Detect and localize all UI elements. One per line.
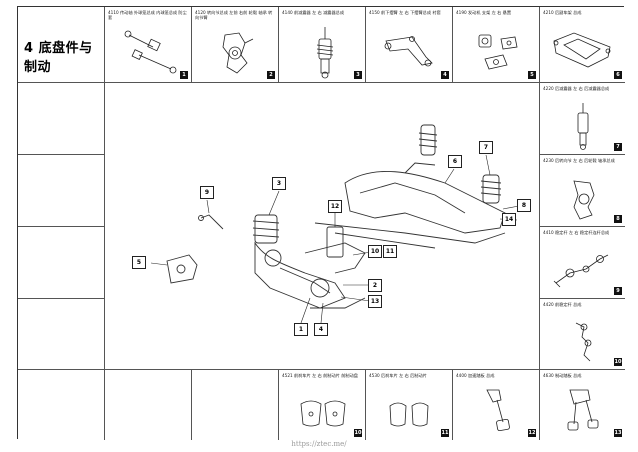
callout-2[interactable]: 2: [368, 279, 382, 292]
part-cell-brake-pad-front[interactable]: 4521 前刹车片 左 右 前制动片 前制动盘 10: [279, 370, 366, 440]
part-caption: 4420 前稳定杆 总成: [543, 302, 582, 307]
part-number-badge: 10: [614, 358, 622, 366]
part-number-badge: 12: [528, 429, 536, 437]
part-cell-brake-pedal[interactable]: 4630 制动踏板 总成 13: [540, 370, 625, 440]
callout-7[interactable]: 7: [479, 141, 493, 154]
part-number-badge: 2: [267, 71, 275, 79]
callout-1[interactable]: 1: [294, 323, 308, 336]
part-number-badge: 9: [614, 287, 622, 295]
footer-url[interactable]: https://ztec.me/: [291, 440, 347, 448]
steering-knuckle-icon: [222, 32, 254, 74]
part-cell-9[interactable]: 4410 稳定杆 左 右 稳定杆连杆总成 9: [540, 227, 625, 299]
part-cell-5[interactable]: 4190 发动机 支架 左 右 悬置 5: [453, 7, 540, 83]
engine-mount-icon: [478, 34, 518, 70]
part-caption: 4521 前刹车片 左 右 前制动片 前制动盘: [282, 373, 358, 378]
rear-knuckle-icon: [573, 180, 595, 220]
callout-3[interactable]: 3: [272, 177, 286, 190]
title-cell: 4 底盘件与制动: [18, 7, 105, 83]
callout-12[interactable]: 12: [328, 200, 342, 213]
left-empty-cell-4: [18, 299, 105, 370]
part-number-badge: 13: [614, 429, 622, 437]
pedal-icon: [567, 389, 599, 431]
chassis-assembly-icon: [150, 124, 525, 324]
part-caption: 4110 传动轴 外球笼总成 内球笼总成 防尘套: [108, 10, 187, 20]
stabilizer-link-icon: [553, 254, 609, 288]
part-cell-3[interactable]: 4140 前减震器 左 右 减震器总成 3: [279, 7, 366, 83]
part-caption: 4630 制动踏板 总成: [543, 373, 582, 378]
part-cell-8[interactable]: 4230 后转向节 左 右 后轮毂 轴承总成 8: [540, 155, 625, 227]
control-arm-icon: [384, 36, 433, 67]
part-cell-accelerator-pedal[interactable]: 4400 加速踏板 总成 12: [453, 370, 540, 440]
part-caption: 4210 后副车架 总成: [543, 10, 582, 15]
part-number-badge: 4: [441, 71, 449, 79]
callout-10[interactable]: 10: [368, 245, 382, 258]
part-caption: 4410 稳定杆 左 右 稳定杆连杆总成: [543, 230, 610, 235]
left-empty-cell-3: [18, 227, 105, 299]
part-caption: 4400 加速踏板 总成: [456, 373, 495, 378]
part-caption: 4190 发动机 支架 左 右 悬置: [456, 10, 512, 15]
part-cell-4[interactable]: 4150 前下摆臂 左 右 下摆臂总成 衬套 4: [366, 7, 453, 83]
part-number-badge: 7: [614, 143, 622, 151]
part-caption: 4230 后转向节 左 右 后轮毂 轴承总成: [543, 158, 615, 163]
parts-catalog-sheet: 4 底盘件与制动 4110 传动轴 外球笼总成 内球笼总成 防尘套 1 4120…: [17, 6, 625, 440]
bottom-empty-cell-1: [18, 370, 105, 440]
callout-5[interactable]: 5: [132, 256, 146, 269]
chassis-exploded-diagram: 1 4 2 13 3 9 5 12 10 11 6 7 8 14: [105, 83, 540, 370]
subframe-icon: [553, 32, 611, 68]
part-cell-6[interactable]: 4210 后副车架 总成 6: [540, 7, 625, 83]
part-number-badge: 8: [614, 215, 622, 223]
callout-11[interactable]: 11: [383, 245, 397, 258]
callout-13[interactable]: 13: [368, 295, 382, 308]
callout-14[interactable]: 14: [502, 213, 516, 226]
part-cell-7[interactable]: 4220 后减震器 左 右 后减震器总成 7: [540, 83, 625, 155]
bottom-empty-cell-2: [105, 370, 192, 440]
callout-4[interactable]: 4: [314, 323, 328, 336]
part-number-badge: 1: [180, 71, 188, 79]
left-empty-cell-1: [18, 83, 105, 155]
bottom-empty-cell-3: [192, 370, 279, 440]
part-caption: 4220 后减震器 左 右 后减震器总成: [543, 86, 610, 91]
part-caption: 4530 后刹车片 左 右 后制动片: [369, 373, 427, 378]
drive-shaft-icon: [124, 30, 177, 74]
stabilizer-bar-icon: [575, 322, 592, 362]
part-caption: 4150 前下摆臂 左 右 下摆臂总成 衬套: [369, 10, 441, 15]
shock-absorber-icon: [316, 27, 334, 79]
part-number-badge: 3: [354, 71, 362, 79]
part-cell-brake-pad-rear[interactable]: 4530 后刹车片 左 右 后制动片 11: [366, 370, 453, 440]
callout-6[interactable]: 6: [448, 155, 462, 168]
brake-pad-icon: [300, 400, 346, 427]
part-caption: 4140 前减震器 左 右 减震器总成: [282, 10, 345, 15]
part-number-badge: 11: [441, 429, 449, 437]
part-number-badge: 6: [614, 71, 622, 79]
part-cell-1[interactable]: 4110 传动轴 外球笼总成 内球笼总成 防尘套 1: [105, 7, 192, 83]
part-cell-2[interactable]: 4120 转向节总成 左前 右前 轮毂 轴承 转向节臂 2: [192, 7, 279, 83]
callout-9[interactable]: 9: [200, 186, 214, 199]
part-cell-10[interactable]: 4420 前稳定杆 总成 10: [540, 299, 625, 370]
part-number-badge: 5: [528, 71, 536, 79]
brake-pad-icon: [389, 402, 429, 427]
callout-8[interactable]: 8: [517, 199, 531, 212]
page-title: 4 底盘件与制动: [24, 41, 93, 75]
rear-shock-icon: [577, 103, 589, 150]
left-empty-cell-2: [18, 155, 105, 227]
part-number-badge: 10: [354, 429, 362, 437]
pedal-icon: [486, 389, 510, 432]
part-caption: 4120 转向节总成 左前 右前 轮毂 轴承 转向节臂: [195, 10, 273, 20]
